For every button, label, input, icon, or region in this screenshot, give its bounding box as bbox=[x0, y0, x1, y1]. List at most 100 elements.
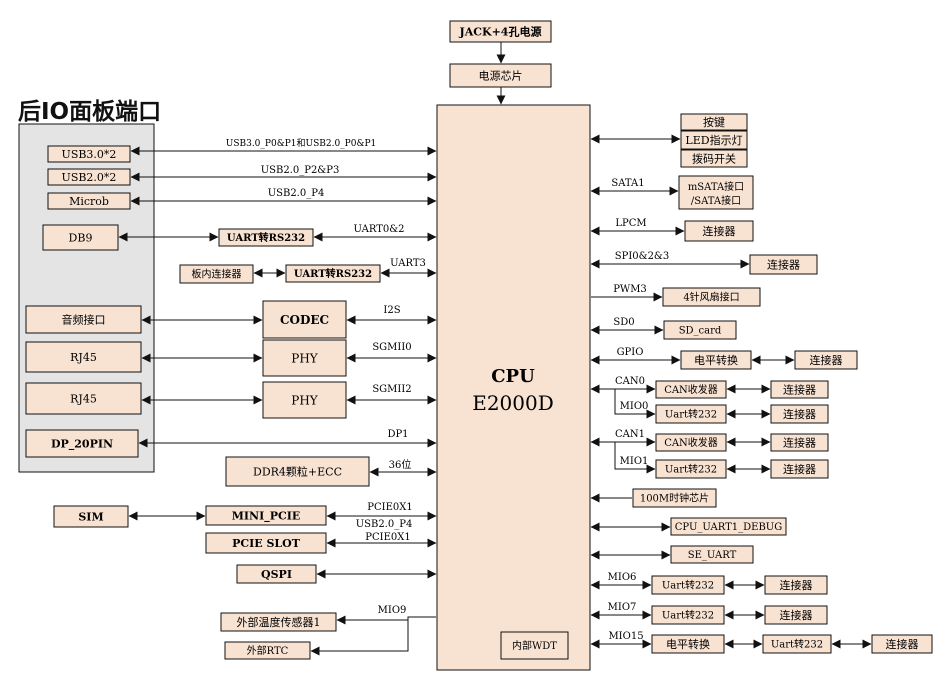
ext-rtc-block-label: 外部RTC bbox=[247, 644, 289, 657]
pcie-slot-block: PCIE SLOT bbox=[205, 532, 327, 554]
cpu-model: E2000D bbox=[472, 391, 554, 415]
mini-pcie-block-label: MINI_PCIE bbox=[232, 510, 301, 524]
mio6-conn-block-label: 连接器 bbox=[780, 579, 813, 592]
gpio-conn-block: 连接器 bbox=[794, 350, 858, 370]
sgmii2-label: SGMII2 bbox=[372, 384, 411, 395]
mio0-uart-block-label: Uart转232 bbox=[665, 408, 717, 421]
ext-rtc-block: 外部RTC bbox=[224, 641, 311, 660]
audio-port-label: 音频接口 bbox=[62, 313, 106, 327]
fan-block-label: 4针风扇接口 bbox=[683, 291, 739, 304]
level-shift-1-block-label: 电平转换 bbox=[694, 353, 738, 367]
internal-wdt-block: 内部WDT bbox=[500, 631, 569, 660]
rj45-port-2: RJ45 bbox=[25, 382, 142, 415]
panel-title: 后IO面板端口 bbox=[18, 99, 162, 125]
mio7-uart-block-label: Uart转232 bbox=[662, 609, 714, 622]
qspi-block: QSPI bbox=[236, 564, 317, 584]
mio1-conn-block: 连接器 bbox=[770, 459, 829, 479]
mio6-conn-block: 连接器 bbox=[764, 575, 828, 595]
dp-port: DP_20PIN bbox=[25, 429, 139, 458]
codec-block-label: CODEC bbox=[280, 313, 329, 327]
mio0-conn-block: 连接器 bbox=[770, 404, 829, 424]
mio15-uart-block: Uart转232 bbox=[762, 634, 832, 654]
uart-rs232-block-a-label: UART转RS232 bbox=[227, 231, 305, 244]
dip-block: 拨码开关 bbox=[680, 149, 748, 168]
mio6-label: MIO6 bbox=[608, 572, 637, 583]
microb-port-label: Microb bbox=[69, 195, 109, 208]
usb3-port-label: USB3.0*2 bbox=[62, 148, 117, 161]
spi-label: SPI0&2&3 bbox=[615, 251, 669, 262]
sata1-label: SATA1 bbox=[611, 178, 644, 189]
mio9-trunk bbox=[310, 616, 436, 656]
power-chip-block-label: 电源芯片 bbox=[479, 69, 523, 83]
uart-rs232-block-a: UART转RS232 bbox=[218, 228, 314, 247]
cpu-uart-block: CPU_UART1_DEBUG bbox=[670, 517, 787, 536]
sim-block-label: SIM bbox=[78, 511, 103, 524]
mio0-conn-block-label: 连接器 bbox=[783, 408, 816, 421]
msata-block bbox=[678, 175, 754, 210]
mio7-uart-block: Uart转232 bbox=[651, 605, 725, 625]
gpio-conn-block-label: 连接器 bbox=[810, 354, 843, 367]
spi-conn-block-label: 连接器 bbox=[767, 259, 800, 272]
level-shift-1-block: 电平转换 bbox=[680, 350, 752, 370]
temp-sensor-block-label: 外部温度传感器1 bbox=[237, 615, 321, 629]
uart3-label: UART3 bbox=[390, 258, 426, 269]
usb2-port-label: USB2.0*2 bbox=[62, 171, 117, 184]
usb-p4-label: USB2.0_P4 bbox=[356, 519, 413, 530]
mio1-label: MIO1 bbox=[620, 456, 649, 467]
mio7-label: MIO7 bbox=[608, 602, 637, 613]
mio1-conn-block-label: 连接器 bbox=[783, 463, 816, 476]
lpcm-conn-block: 连接器 bbox=[684, 220, 754, 242]
sd0-label: SD0 bbox=[613, 317, 634, 328]
phy-block-2: PHY bbox=[262, 381, 347, 419]
cpu-block bbox=[436, 104, 591, 671]
lpcm-label: LPCM bbox=[615, 218, 646, 229]
codec-block: CODEC bbox=[262, 300, 347, 339]
mio15-uart-block-label: Uart转232 bbox=[771, 638, 823, 651]
mini-pcie-block: MINI_PCIE bbox=[205, 505, 327, 526]
sd-block: SD_card bbox=[663, 320, 737, 340]
sim-block: SIM bbox=[53, 505, 129, 528]
lpcm-conn-block-label: 连接器 bbox=[703, 225, 736, 238]
mio1-uart-block-label: Uart转232 bbox=[665, 463, 717, 476]
micro-bus-label: USB2.0_P4 bbox=[268, 188, 325, 199]
msata-line-1: mSATA接口 bbox=[688, 180, 744, 193]
button-block-label: 按键 bbox=[703, 115, 725, 129]
usb3-port: USB3.0*2 bbox=[47, 145, 131, 163]
se-uart-block-label: SE_UART bbox=[688, 550, 737, 561]
uart-rs232-block-b: UART转RS232 bbox=[285, 264, 381, 283]
cpu-name: CPU bbox=[491, 366, 535, 387]
rj45-port-1: RJ45 bbox=[25, 341, 142, 373]
mio9-label: MIO9 bbox=[378, 605, 407, 616]
level-shift-2-block-label: 电平转换 bbox=[666, 637, 710, 651]
dp-port-label: DP_20PIN bbox=[51, 438, 113, 452]
led-block: LED指示灯 bbox=[680, 130, 748, 150]
pcie0x1-b-label: PCIE0X1 bbox=[365, 532, 410, 543]
power-chip-block: 电源芯片 bbox=[449, 63, 552, 88]
pcie-slot-block-label: PCIE SLOT bbox=[232, 537, 301, 550]
mio1-branch bbox=[614, 442, 656, 474]
button-block: 按键 bbox=[680, 113, 748, 131]
clock-block: 100M时钟芯片 bbox=[632, 488, 717, 508]
pwm3-label: PWM3 bbox=[613, 284, 647, 295]
mio15-conn-block-label: 连接器 bbox=[886, 638, 919, 651]
led-block-label: LED指示灯 bbox=[685, 133, 742, 147]
usb2-bus-label: USB2.0_P2&P3 bbox=[261, 165, 340, 176]
can1-conn-block: 连接器 bbox=[770, 433, 829, 452]
rj45-port-2-label: RJ45 bbox=[70, 393, 97, 406]
power-jack-block-label: JACK+4孔电源 bbox=[459, 25, 542, 39]
usb2-port: USB2.0*2 bbox=[47, 168, 131, 186]
msata-line-2: /SATA接口 bbox=[691, 194, 741, 207]
microb-port: Microb bbox=[47, 192, 131, 210]
mio0-branch bbox=[614, 389, 656, 419]
can1-label: CAN1 bbox=[615, 429, 645, 440]
ddr4-block: DDR4颗粒+ECC bbox=[225, 456, 370, 487]
pcie0x1-a-label: PCIE0X1 bbox=[367, 502, 412, 513]
phy-block-1: PHY bbox=[262, 339, 347, 377]
temp-sensor-block: 外部温度传感器1 bbox=[220, 612, 337, 632]
dip-block-label: 拨码开关 bbox=[692, 152, 736, 166]
ddr-width-label: 36位 bbox=[389, 458, 412, 471]
can1-trx-block-label: CAN收发器 bbox=[664, 436, 718, 449]
can0-trx-block: CAN收发器 bbox=[655, 380, 727, 399]
can0-trx-block-label: CAN收发器 bbox=[664, 383, 718, 396]
